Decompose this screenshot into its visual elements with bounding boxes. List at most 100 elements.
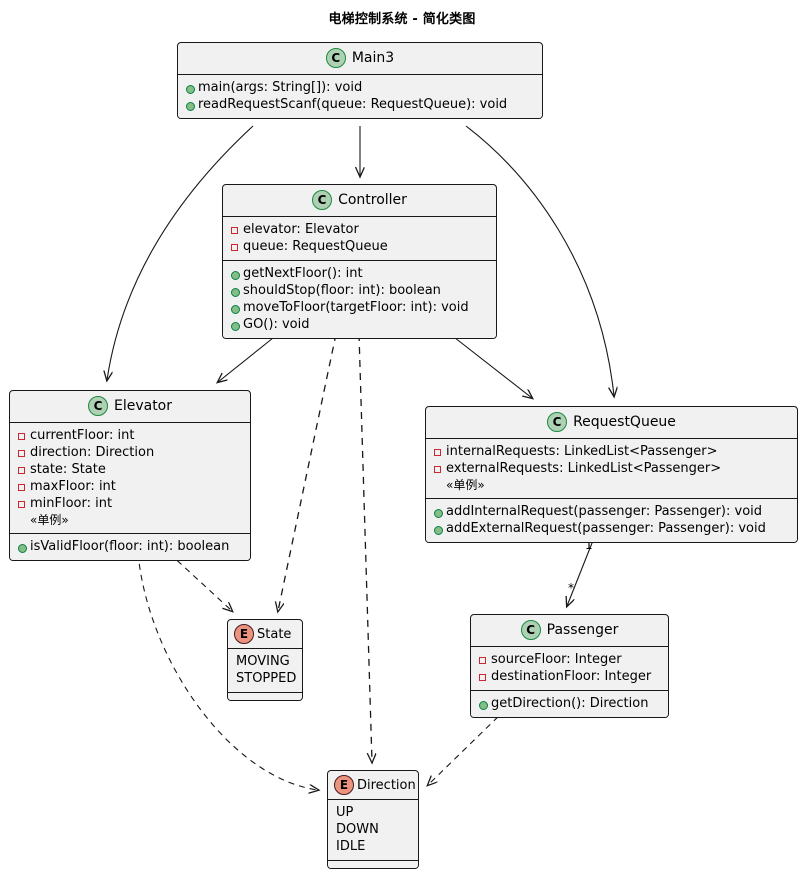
class-name: Controller — [338, 192, 407, 208]
enum-header-direction: E Direction — [328, 771, 418, 799]
private-marker-icon — [17, 497, 30, 510]
class-header-controller: C Controller — [223, 185, 496, 216]
methods-compartment: getNextFloor(): int shouldStop(floor: in… — [223, 260, 496, 338]
class-header-passenger: C Passenger — [471, 615, 668, 646]
enum-name: Direction — [357, 777, 416, 793]
empty-compartment — [228, 692, 302, 700]
public-marker-icon — [433, 505, 446, 518]
edge-label-source-multiplicity: 1 — [585, 538, 593, 552]
class-name: Passenger — [546, 622, 619, 638]
private-marker-icon — [17, 480, 30, 493]
class-icon: C — [520, 620, 541, 640]
class-name: RequestQueue — [573, 414, 676, 430]
enum-node-state[interactable]: E State MOVING STOPPED — [227, 619, 303, 701]
enum-constant: UP — [336, 805, 354, 820]
edge-controller-direction — [358, 333, 372, 762]
method-label: shouldStop(floor: int): boolean — [243, 283, 441, 298]
class-icon: C — [547, 412, 568, 432]
field-label: internalRequests: LinkedList<Passenger> — [446, 444, 718, 459]
private-marker-icon — [478, 670, 491, 683]
private-marker-icon — [230, 223, 243, 236]
field-row: internalRequests: LinkedList<Passenger> — [433, 443, 790, 460]
method-label: getNextFloor(): int — [243, 266, 363, 281]
enum-constants-compartment: MOVING STOPPED — [228, 648, 302, 692]
edge-passenger-direction — [428, 708, 507, 785]
edge-controller-state — [278, 333, 337, 611]
method-label: main(args: String[]): void — [198, 80, 363, 95]
methods-compartment: main(args: String[]): void readRequestSc… — [178, 74, 542, 118]
class-node-main3[interactable]: C Main3 main(args: String[]): void readR… — [177, 42, 543, 119]
enum-constant: STOPPED — [236, 671, 297, 686]
enum-name: State — [257, 626, 292, 642]
private-marker-icon — [230, 240, 243, 253]
method-row: addInternalRequest(passenger: Passenger)… — [433, 503, 790, 520]
class-node-elevator[interactable]: C Elevator currentFloor: int direction: … — [9, 390, 251, 561]
field-label: queue: RequestQueue — [243, 239, 388, 254]
field-row: state: State — [17, 461, 243, 478]
private-marker-icon — [17, 446, 30, 459]
class-icon: C — [312, 190, 333, 210]
field-row: direction: Direction — [17, 444, 243, 461]
method-row: readRequestScanf(queue: RequestQueue): v… — [185, 96, 535, 113]
method-label: addInternalRequest(passenger: Passenger)… — [446, 504, 763, 519]
field-label: direction: Direction — [30, 445, 155, 460]
field-label: sourceFloor: Integer — [491, 652, 622, 667]
public-marker-icon — [17, 540, 30, 553]
method-row: addExternalRequest(passenger: Passenger)… — [433, 520, 790, 537]
field-row: externalRequests: LinkedList<Passenger> — [433, 460, 790, 477]
method-row: getNextFloor(): int — [230, 265, 489, 282]
public-marker-icon — [230, 301, 243, 314]
fields-compartment: elevator: Elevator queue: RequestQueue — [223, 216, 496, 260]
field-label: externalRequests: LinkedList<Passenger> — [446, 461, 722, 476]
method-row: shouldStop(floor: int): boolean — [230, 282, 489, 299]
class-header-main3: C Main3 — [178, 43, 542, 74]
enum-constant: DOWN — [336, 822, 379, 837]
method-label: getDirection(): Direction — [491, 696, 649, 711]
private-marker-icon — [17, 463, 30, 476]
field-row: sourceFloor: Integer — [478, 651, 661, 668]
class-header-elevator: C Elevator — [10, 391, 250, 422]
method-label: addExternalRequest(passenger: Passenger)… — [446, 521, 766, 536]
private-marker-icon — [17, 429, 30, 442]
class-icon: C — [325, 48, 346, 68]
method-label: isValidFloor(floor: int): boolean — [30, 539, 230, 554]
class-name: Main3 — [351, 50, 395, 66]
public-marker-icon — [185, 98, 198, 111]
field-row: minFloor: int — [17, 495, 243, 512]
public-marker-icon — [433, 522, 446, 535]
class-node-controller[interactable]: C Controller elevator: Elevator queue: R… — [222, 184, 497, 339]
field-row: queue: RequestQueue — [230, 238, 489, 255]
edge-controller-elevator — [218, 333, 279, 382]
field-label: elevator: Elevator — [243, 222, 359, 237]
public-marker-icon — [230, 318, 243, 331]
stereotype-label: «单例» — [30, 513, 69, 527]
edge-label-target-multiplicity: * — [568, 581, 574, 595]
fields-compartment: sourceFloor: Integer destinationFloor: I… — [471, 646, 668, 690]
empty-compartment — [328, 860, 418, 868]
method-label: moveToFloor(targetFloor: int): void — [243, 300, 469, 315]
public-marker-icon — [230, 284, 243, 297]
public-marker-icon — [478, 697, 491, 710]
methods-compartment: isValidFloor(floor: int): boolean — [10, 533, 250, 560]
field-label: maxFloor: int — [30, 479, 116, 494]
field-label: state: State — [30, 462, 106, 477]
enum-icon: E — [334, 775, 354, 795]
methods-compartment: addInternalRequest(passenger: Passenger)… — [426, 498, 797, 542]
field-label: currentFloor: int — [30, 428, 135, 443]
enum-constants-compartment: UP DOWN IDLE — [328, 799, 418, 860]
field-label: destinationFloor: Integer — [491, 669, 652, 684]
edge-controller-requestqueue — [449, 333, 532, 398]
class-node-passenger[interactable]: C Passenger sourceFloor: Integer destina… — [470, 614, 669, 718]
field-row: currentFloor: int — [17, 427, 243, 444]
enum-header-state: E State — [228, 620, 302, 648]
enum-constant: MOVING — [236, 654, 290, 669]
class-node-requestqueue[interactable]: C RequestQueue internalRequests: LinkedL… — [425, 406, 798, 543]
method-row: main(args: String[]): void — [185, 79, 535, 96]
enum-icon: E — [234, 624, 254, 644]
method-row: getDirection(): Direction — [478, 695, 661, 712]
class-header-requestqueue: C RequestQueue — [426, 407, 797, 438]
private-marker-icon — [478, 653, 491, 666]
method-row: isValidFloor(floor: int): boolean — [17, 538, 243, 555]
enum-node-direction[interactable]: E Direction UP DOWN IDLE — [327, 770, 419, 869]
